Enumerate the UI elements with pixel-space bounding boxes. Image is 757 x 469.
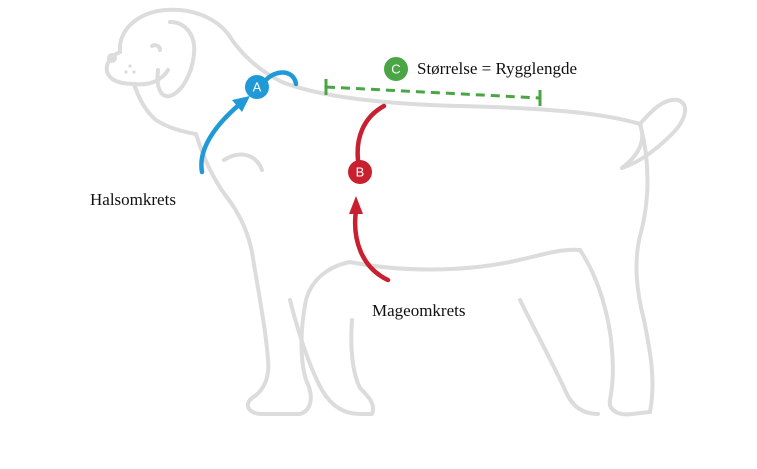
marker-a-badge <box>245 75 269 99</box>
marker-b-badge <box>348 160 372 184</box>
belly-circumference-label: Mageomkrets <box>372 301 466 320</box>
back-length-dashed-line <box>325 85 541 100</box>
neck-measurement: A <box>199 70 299 175</box>
marker-c-label: C <box>391 62 400 77</box>
dog-silhouette-icon <box>104 7 688 417</box>
marker-c-badge <box>384 57 408 81</box>
marker-a-label: A <box>253 80 262 95</box>
neck-circumference-label: Halsomkrets <box>90 190 176 209</box>
neck-arrowhead-icon <box>232 96 250 112</box>
dog-nose-icon <box>107 53 136 74</box>
marker-b-label: B <box>356 165 365 180</box>
neck-top-arc <box>261 70 299 87</box>
back-length-label: Størrelse = Rygglengde <box>417 59 577 78</box>
belly-arrowhead-icon <box>349 196 363 214</box>
belly-top-arc <box>355 103 387 163</box>
back-measurement: C <box>324 57 542 106</box>
neck-arc <box>199 101 243 175</box>
belly-measurement: B <box>348 103 391 283</box>
belly-bottom-arc <box>352 207 391 283</box>
